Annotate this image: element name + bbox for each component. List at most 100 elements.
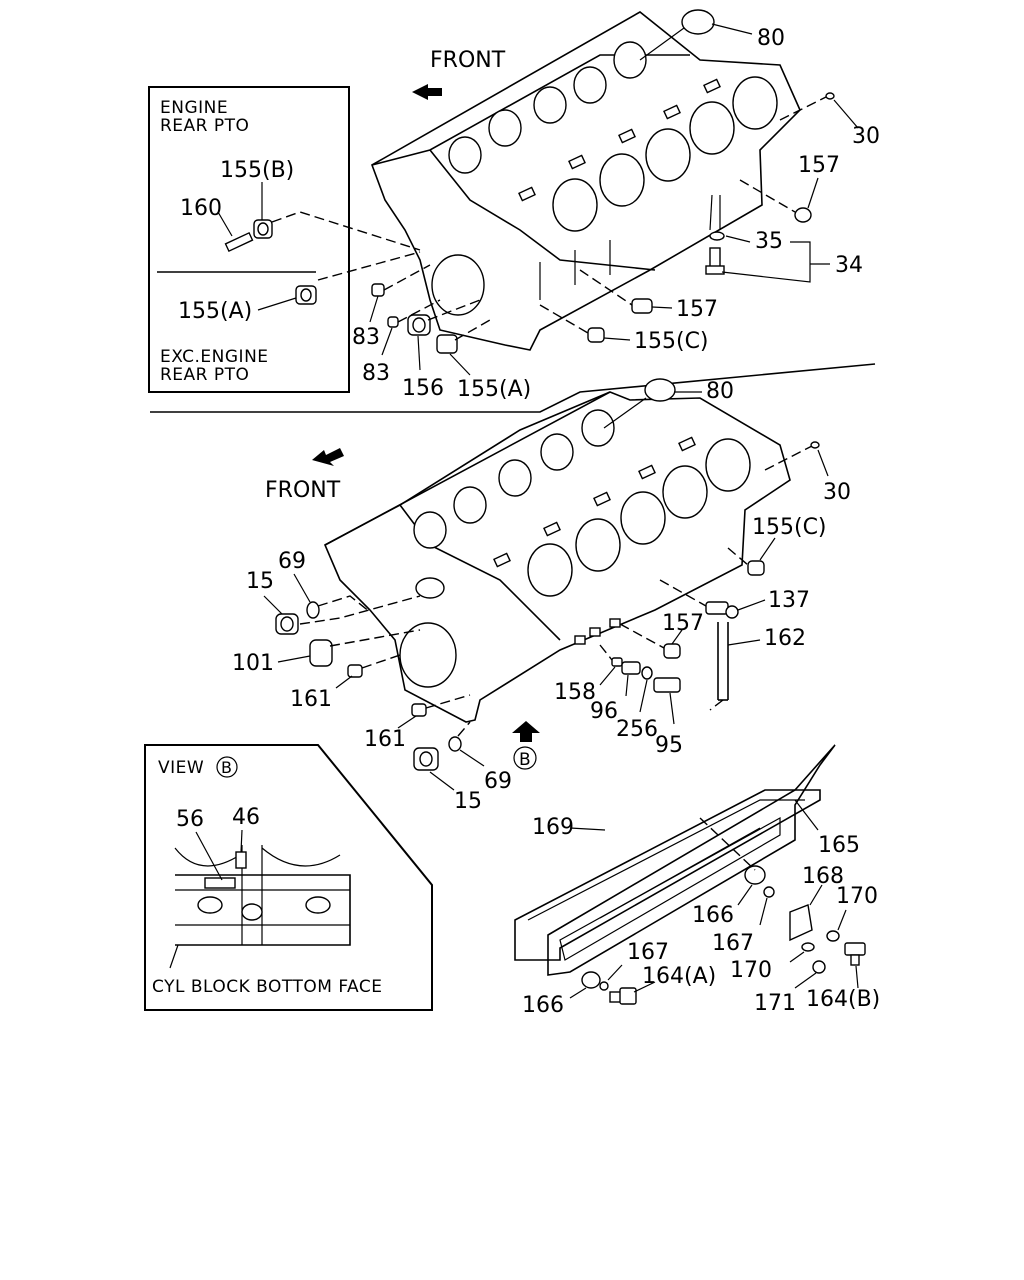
inset-label-160: 160 — [180, 196, 222, 221]
lower-label-162: 162 — [764, 626, 806, 651]
dowel-161-b-icon — [411, 703, 427, 717]
lower-label-101: 101 — [232, 651, 274, 676]
plug-155a-inset-icon — [295, 285, 317, 305]
upper-label-83-a: 83 — [352, 325, 380, 350]
bolt-164b-icon — [844, 942, 866, 966]
seal-101-icon — [309, 639, 333, 667]
section-divider — [150, 363, 876, 413]
seal-158-icon — [611, 657, 623, 667]
front-arrow-top — [412, 84, 442, 100]
lower-label-69-top: 69 — [278, 549, 306, 574]
jet-34-icon — [705, 247, 725, 275]
washer-167-a-icon — [763, 886, 775, 898]
switch-95-icon — [653, 677, 681, 693]
fitting-137-icon — [705, 601, 739, 619]
plug-166-a-icon — [744, 865, 766, 885]
lower-label-161-b: 161 — [364, 727, 406, 752]
dowel-30-lower-icon — [810, 441, 820, 449]
inset-engine-line2: REAR PTO — [160, 116, 249, 136]
oil-label-167-b: 167 — [627, 940, 669, 965]
view-b-marker-circle: B — [513, 746, 537, 770]
cap-80-lower-icon — [644, 378, 676, 402]
view-b-arrow-icon — [512, 721, 540, 742]
bolt-164a-icon — [609, 987, 637, 1005]
lower-label-157: 157 — [662, 611, 704, 636]
oil-label-170-a: 170 — [836, 884, 878, 909]
plug-157-right-icon — [794, 207, 812, 223]
inset-label-155a: 155(A) — [178, 299, 252, 324]
washer-170-b-icon — [801, 942, 815, 952]
oring-69-bottom-icon — [448, 736, 462, 752]
upper-label-30: 30 — [852, 124, 880, 149]
plug-155a-upper-icon — [436, 334, 458, 354]
plug-157-lower-icon-2 — [663, 643, 681, 659]
valve-96-icon — [621, 661, 641, 675]
front-label-top: FRONT — [430, 48, 506, 73]
bracket-168-icon — [789, 904, 813, 942]
inset-exc-line2: REAR PTO — [160, 365, 249, 385]
view-b-label-46: 46 — [232, 805, 260, 830]
pin-160-icon — [224, 231, 254, 253]
dowel-30-upper-icon — [825, 92, 835, 100]
oil-pan-165-icon — [547, 744, 836, 976]
upper-label-157-right: 157 — [798, 153, 840, 178]
lower-label-137: 137 — [768, 588, 810, 613]
upper-label-80: 80 — [757, 26, 785, 51]
plug-15-bottom-icon — [413, 747, 439, 771]
upper-cylinder-block — [371, 11, 801, 351]
upper-label-83-b: 83 — [362, 361, 390, 386]
upper-label-157-lower: 157 — [676, 297, 718, 322]
inset-rear-pto-box — [148, 86, 350, 393]
washer-170-a-icon — [826, 930, 840, 942]
svg-text:B: B — [519, 750, 531, 770]
oil-label-166-a: 166 — [692, 903, 734, 928]
oil-label-164a: 164(A) — [642, 964, 716, 989]
svg-text:B: B — [221, 758, 232, 777]
upper-label-34: 34 — [835, 253, 863, 278]
tube-162-icon — [717, 622, 729, 701]
upper-label-156: 156 — [402, 376, 444, 401]
view-b-title: VIEW — [158, 758, 204, 778]
dowel-83-a-icon — [371, 283, 385, 297]
oil-jet-46-icon — [235, 851, 247, 869]
cap-80-upper-icon — [681, 9, 715, 35]
lower-label-30: 30 — [823, 480, 851, 505]
plug-157-lower-icon — [631, 298, 653, 314]
upper-label-155a: 155(A) — [457, 377, 531, 402]
oil-label-169: 169 — [532, 815, 574, 840]
plug-15-top-icon — [275, 613, 299, 635]
oil-label-166-b: 166 — [522, 993, 564, 1018]
lower-label-15-bottom: 15 — [454, 789, 482, 814]
lower-cylinder-block — [323, 391, 791, 723]
oil-label-164b: 164(B) — [806, 987, 880, 1012]
view-b-title-marker: B — [216, 756, 238, 778]
inset-engine-line1: ENGINE — [160, 98, 228, 118]
gasket-169-icon — [514, 789, 821, 961]
inset-label-155b: 155(B) — [220, 158, 294, 183]
upper-label-35: 35 — [755, 229, 783, 254]
plug-155c-upper-icon — [587, 327, 605, 343]
oring-69-top-icon — [306, 601, 320, 619]
seal-156-icon — [407, 314, 431, 336]
lower-label-161-a: 161 — [290, 687, 332, 712]
oil-label-170-b: 170 — [730, 958, 772, 983]
lower-label-95: 95 — [655, 733, 683, 758]
oil-label-167-a: 167 — [712, 931, 754, 956]
inset-exc-line1: EXC.ENGINE — [160, 347, 269, 367]
plug-166-b-icon — [581, 971, 601, 989]
front-arrow-middle — [312, 448, 344, 466]
lower-label-256: 256 — [616, 717, 658, 742]
lower-label-155c: 155(C) — [752, 515, 827, 540]
view-b-caption: CYL BLOCK BOTTOM FACE — [152, 977, 383, 997]
lower-label-96: 96 — [590, 699, 618, 724]
plug-155c-lower-icon — [747, 560, 765, 576]
dowel-161-a-icon — [347, 664, 363, 678]
view-b-label-56: 56 — [176, 807, 204, 832]
oil-label-171: 171 — [754, 991, 796, 1016]
oring-35-icon — [709, 231, 725, 241]
oil-label-168: 168 — [802, 864, 844, 889]
lower-label-158: 158 — [554, 680, 596, 705]
plug-155b-icon — [253, 219, 273, 239]
dowel-83-b-icon — [387, 316, 399, 328]
